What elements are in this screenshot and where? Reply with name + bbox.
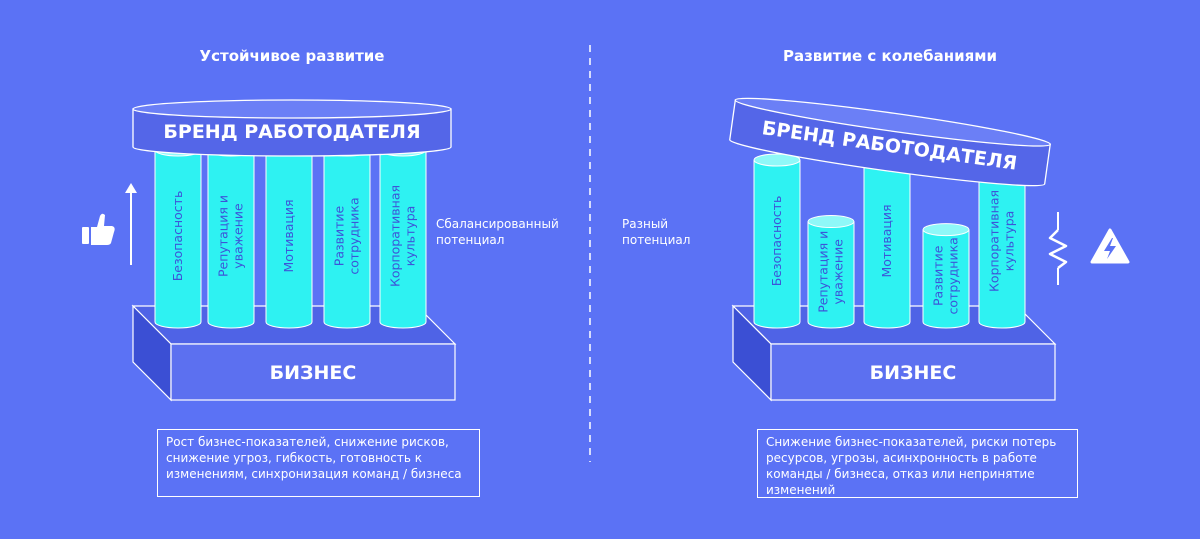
zigzag-oscillation-icon (1048, 212, 1068, 285)
left-pillar-5-body (380, 150, 426, 322)
thumbs-up-icon (82, 213, 115, 245)
left-pillar-3-label: Мотивация (281, 199, 296, 272)
right-pillar-4-bottom (923, 316, 969, 328)
left-brand-top (132, 99, 452, 119)
right-brand-body (729, 99, 1051, 187)
right-pillar-2-bottom-edge (807, 321, 855, 329)
left-pillar-4-bottom (324, 316, 370, 328)
right-pillar-1-bottom-edge (753, 321, 801, 329)
left-pillar-4-label: Развитиесотрудника (332, 197, 362, 274)
right-base-label: БИЗНЕС (870, 362, 957, 384)
left-base-label: БИЗНЕС (270, 362, 357, 384)
left-base-front (170, 343, 456, 401)
left-pillar-5-bottom-edge (379, 321, 427, 329)
right-pillar-2-bottom (808, 316, 854, 328)
right-pillar-5-body (979, 160, 1025, 322)
right-pillar-2-label: Репутация иуважение (816, 231, 846, 313)
right-pillar-4-top (922, 223, 970, 237)
right-pillar-2-body (808, 221, 854, 322)
left-title: Устойчивое развитие (199, 47, 385, 65)
right-brand-group: БРЕНД РАБОТОДАТЕЛЯ (729, 97, 1051, 187)
right-pillar-1-body (754, 160, 800, 322)
left-pillar-5: Корпоративнаякультура (379, 143, 427, 329)
right-pillar-4-label: Развитиесотрудника (931, 237, 961, 314)
right-pillar-4-bottom-edge (922, 321, 970, 329)
left-pillar-4-bottom-edge (323, 321, 371, 329)
left-pillar-3-bottom (266, 316, 312, 328)
right-pillar-3: Мотивация (863, 153, 911, 329)
left-pillar-2-label: Репутация иуважение (216, 195, 246, 277)
right-pillar-2: Репутация иуважение (807, 215, 855, 329)
left-pillar-2-bottom-edge (207, 321, 255, 329)
left-pillar-3: Мотивация (265, 143, 313, 329)
left-brand-body (132, 108, 452, 157)
arrow-up-icon (125, 183, 137, 265)
right-pillar-2-top (807, 215, 855, 229)
left-pillar-1: Безопасность (154, 143, 202, 329)
right-pillar-4-body (923, 229, 969, 322)
right-pillar-3-bottom (864, 316, 910, 328)
right-pillar-1: Безопасность (753, 153, 801, 329)
right-pillar-1-bottom (754, 316, 800, 328)
left-pillar-5-bottom (380, 316, 426, 328)
left-side-note: Сбалансированный потенциал (436, 217, 559, 247)
left-summary-box: Рост бизнес-показателей, снижение рисков… (157, 429, 480, 497)
left-pillar-2-bottom (208, 316, 254, 328)
right-pillar-3-label: Мотивация (879, 204, 894, 277)
left-pillar-2: Репутация иуважение (207, 143, 255, 329)
right-pillar-3-body (864, 160, 910, 322)
thumbs-up-hand (91, 213, 115, 245)
left-pillar-1-bottom-edge (154, 321, 202, 329)
thumbs-up-cuff (82, 227, 89, 244)
right-brand-top (734, 97, 1051, 147)
left-pillar-2-body (208, 150, 254, 322)
arrow-up-head (125, 183, 137, 193)
left-pillar-3-bottom-edge (265, 321, 313, 329)
left-pillar-1-body (155, 150, 201, 322)
left-pillar-4: Развитиесотрудника (323, 143, 371, 329)
right-pillar-5-bottom (979, 316, 1025, 328)
lightning-warning-icon (1090, 228, 1130, 264)
left-brand-group: БРЕНД РАБОТОДАТЕЛЯ (132, 99, 452, 157)
zigzag-wave (1048, 229, 1068, 269)
right-side-note: Разный потенциал (622, 217, 691, 247)
right-pillar-1-label: Безопасность (769, 196, 784, 287)
right-pillar-5-label: Корпоративнаякультура (987, 190, 1017, 292)
right-base-front (770, 343, 1056, 401)
lightning-bolt (1104, 238, 1116, 259)
left-pillar-5-label: Корпоративнаякультура (388, 185, 418, 287)
right-pillar-5-bottom-edge (978, 321, 1026, 329)
left-pillar-1-label: Безопасность (170, 191, 185, 282)
right-pillar-4: Развитиесотрудника (922, 223, 970, 329)
left-pillar-4-body (324, 150, 370, 322)
left-pillar-1-bottom (155, 316, 201, 328)
right-pillar-3-bottom-edge (863, 321, 911, 329)
right-pillar-1-top (753, 153, 801, 167)
left-pillar-3-body (266, 150, 312, 322)
left-brand-label: БРЕНД РАБОТОДАТЕЛЯ (163, 121, 420, 143)
right-summary-box: Снижение бизнес-показателей, риски потер… (757, 429, 1078, 498)
right-title: Развитие с колебаниями (782, 47, 998, 65)
